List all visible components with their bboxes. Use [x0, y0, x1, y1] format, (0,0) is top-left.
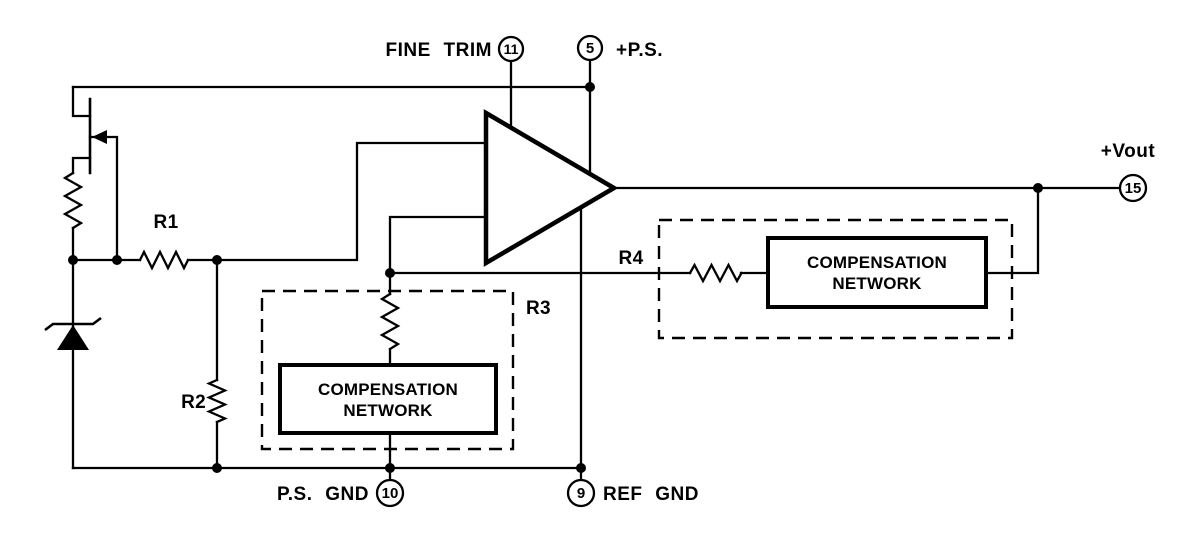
junction-dot [385, 268, 395, 278]
resistor-r3-zigzag [379, 292, 401, 351]
pin-15-circle [1118, 173, 1148, 203]
junction-dot [212, 463, 222, 473]
noninverting-input-wire [215, 141, 488, 262]
resistor-r1-zigzag [138, 249, 190, 271]
fine-trim-label: FINE TRIM [386, 40, 493, 61]
pin-10-number: 10 [382, 485, 399, 502]
pin-5-number: 5 [586, 40, 594, 57]
junction-dot [385, 463, 395, 473]
zener-anode-triangle [57, 325, 89, 350]
zener-diode [44, 316, 102, 350]
compensation-network-1-dashed-outline [260, 289, 515, 451]
inverting-input-wire [388, 215, 488, 275]
compensation-network-2-line2: NETWORK [832, 274, 922, 293]
jfet-source-lead [71, 156, 92, 175]
opamp-triangle [483, 109, 619, 267]
resistor-r4-label: R4 [619, 248, 644, 269]
jfet-gate-arrow-icon [92, 130, 107, 144]
pin-15-number: 15 [1125, 180, 1142, 197]
junction-dot [576, 463, 586, 473]
resistor-r2-label: R2 [181, 392, 206, 413]
compensation-network-1-line1: COMPENSATION [318, 380, 458, 399]
junction-dot [68, 255, 78, 265]
dashed-boundaries [260, 218, 1014, 451]
resistor-r3-label: R3 [526, 298, 551, 319]
compensation2-output-wire [984, 186, 1040, 275]
pin-9-number: 9 [577, 485, 585, 502]
compensation-network-2-line1: COMPENSATION [807, 253, 947, 272]
labels: FINE TRIM +P.S. +Vout P.S. GND REF GND R… [154, 40, 1156, 505]
junction-dot [1033, 183, 1043, 193]
resistor-r2-zigzag [206, 378, 228, 424]
pin-terminals: 11 5 15 10 9 [375, 34, 1148, 508]
pin-10-circle [375, 478, 405, 508]
pin-9-circle [566, 478, 596, 508]
pin-11-number: 11 [504, 41, 519, 57]
pin-11-circle [497, 35, 525, 63]
compensation-network-1-box: COMPENSATION NETWORK [278, 363, 498, 435]
ref-gnd-label: REF GND [603, 484, 699, 505]
jfet-drain-lead [71, 85, 92, 118]
junction-dot [212, 255, 222, 265]
compensation-network-2-box: COMPENSATION NETWORK [766, 236, 988, 309]
pin-5-circle [576, 34, 604, 62]
resistor-r1-label: R1 [154, 212, 179, 233]
compensation-network-1-line2: NETWORK [343, 401, 433, 420]
source-resistor-zigzag [62, 171, 84, 230]
ps-gnd-label: P.S. GND [277, 484, 369, 505]
positive-supply-label: +P.S. [616, 40, 663, 61]
compensation-network-2-dashed-outline [657, 218, 1014, 340]
junction-dot [585, 82, 595, 92]
vout-label: +Vout [1101, 141, 1156, 162]
junction-dot [112, 255, 122, 265]
jfet-gate-lead [88, 135, 119, 262]
resistor-r4-zigzag [688, 262, 744, 284]
zener-cathode-bar [44, 316, 102, 332]
junction-dots [68, 82, 1043, 473]
